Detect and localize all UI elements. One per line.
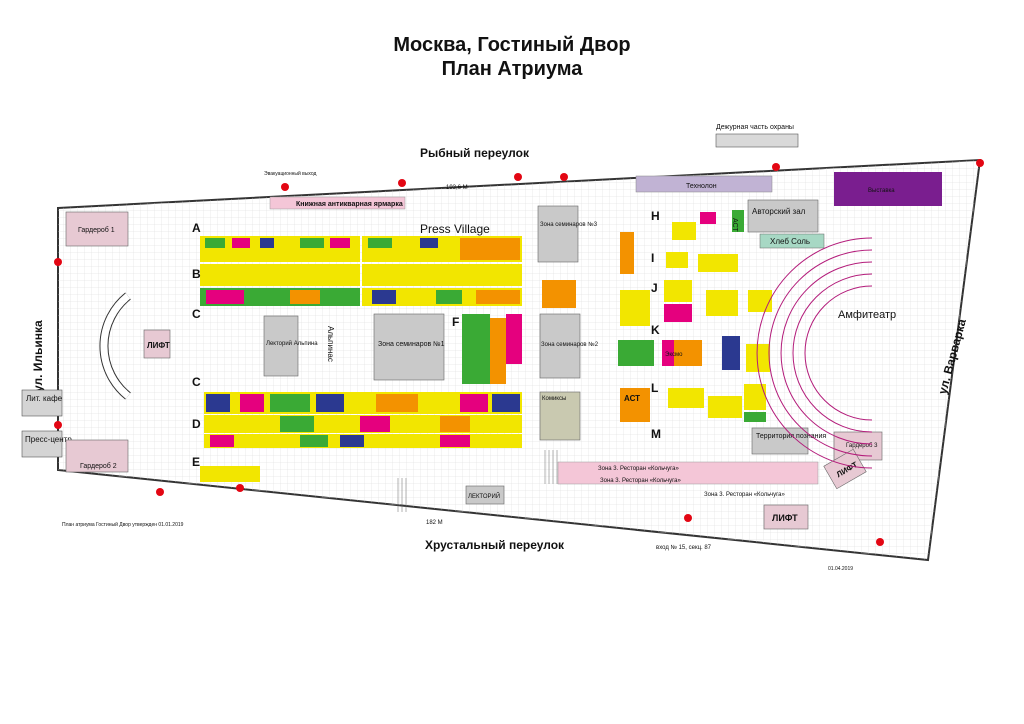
- row-letter-e: E: [192, 455, 200, 469]
- row-letter-c2: C: [192, 375, 201, 389]
- seminar-zone-3-label: Зона семинаров №3: [540, 221, 598, 228]
- ast-block: [664, 280, 692, 300]
- seminar-zone-1: [373, 313, 445, 381]
- ast-label-2: АСТ: [731, 218, 738, 232]
- row-letter-b: B: [192, 267, 201, 281]
- evacuation-exits: [54, 159, 984, 546]
- seminar-zone-3: [537, 205, 579, 263]
- row-letter-j: J: [651, 281, 658, 295]
- row-letter-i: I: [651, 251, 654, 265]
- hleb-sol-label: Хлеб Соль: [770, 237, 810, 246]
- evac-label-sample: Эвакуационный выход: [264, 170, 317, 177]
- duty-room: [715, 133, 799, 148]
- row-letter-c1: C: [192, 307, 201, 321]
- zone3-a: Зона 3. Ресторан «Кольчуга»: [598, 466, 679, 472]
- cloakroom-1: [65, 211, 129, 247]
- restaurant-zone: [557, 461, 819, 485]
- approval-note: План атриума Гостиный Двор утвержден 01.…: [62, 521, 184, 528]
- row-letter-h: H: [651, 209, 660, 223]
- technolon-label: Технолон: [686, 183, 717, 190]
- duty-room-label: Дежурная часть охраны: [716, 124, 794, 131]
- exposition-label: Выставка: [868, 188, 895, 194]
- lit-cafe-label: Лит. кафе: [26, 394, 63, 403]
- ast-strip: [732, 210, 744, 232]
- lift-bottom: [763, 504, 809, 530]
- book-fair-strip: [269, 196, 406, 210]
- map-subtitle: План Атриума: [441, 58, 583, 80]
- lektoriy-alpina: [263, 315, 299, 377]
- lift-bottom-label: ЛИФТ: [772, 513, 798, 523]
- cloakroom-3-label: Гардероб 3: [846, 443, 878, 449]
- press-center-label: Пресс-центр: [25, 435, 72, 444]
- stairs: [397, 450, 558, 512]
- press-village-label: Press Village: [420, 222, 490, 236]
- street-west: ул. Ильинка: [31, 320, 45, 392]
- lift-left-label: ЛИФТ: [147, 341, 170, 350]
- cloakroom-2: [65, 439, 129, 473]
- territory-zone: [751, 427, 809, 455]
- author-hall: [747, 199, 819, 233]
- zone3-b: Зона 3. Ресторан «Кольчуга»: [600, 478, 681, 484]
- row-letter-m: M: [651, 427, 661, 441]
- ast-label-1: АСТ: [624, 394, 640, 403]
- plan-date: 01.04.2019: [828, 566, 853, 572]
- comics-zone: [539, 391, 581, 441]
- eksmo-label: Эксмо: [665, 352, 683, 358]
- lift-right: [823, 448, 867, 490]
- seminar-zone-1-label: Зона семинаров №1: [378, 341, 445, 348]
- lektoriy-alpina-label: Лекторий Альпина: [266, 340, 318, 347]
- zone3-c: Зона 3. Ресторан «Кольчуга»: [704, 492, 785, 498]
- amphitheater: [756, 237, 873, 469]
- length-top: 193,6 М: [446, 185, 468, 191]
- alpinas-label: Альпинас: [326, 326, 335, 362]
- seminar-zone-2-label: Зона семинаров №2: [541, 341, 599, 348]
- cloakroom-1-label: Гардероб 1: [78, 226, 115, 234]
- exposition-block: [834, 172, 942, 206]
- length-bottom: 182 М: [426, 520, 443, 526]
- territory-label: Территория познания: [756, 433, 826, 440]
- lit-cafe-box: [21, 389, 63, 417]
- cloakroom-2-label: Гардероб 2: [80, 462, 117, 470]
- press-center-box: [21, 430, 63, 458]
- entrance-label: вход № 15, секц. 87: [656, 544, 712, 551]
- amphitheater-label: Амфитеатр: [838, 309, 896, 321]
- hleb-sol: [759, 233, 825, 249]
- row-letter-l: L: [651, 381, 658, 395]
- author-hall-label: Авторский зал: [752, 207, 806, 216]
- seminar-zone-2: [539, 313, 581, 379]
- row-letter-f: F: [452, 315, 459, 329]
- street-south: Хрустальный переулок: [425, 538, 565, 552]
- lektoriy-zone: [465, 485, 505, 505]
- row-letter-a: A: [192, 221, 201, 235]
- lift-left: [143, 329, 171, 359]
- street-north: Рыбный переулок: [420, 146, 530, 160]
- row-letters: A B C C D E F H I J K L M: [192, 209, 661, 469]
- lektoriy-label: ЛЕКТОРИЙ: [468, 492, 500, 500]
- row-letter-k: K: [651, 323, 660, 337]
- map-title: Москва, Гостиный Двор: [393, 34, 631, 56]
- book-fair-label: Книжная антикварная ярмарка: [296, 201, 403, 208]
- technolon-strip: [635, 175, 773, 193]
- comics-label: Комиксы: [542, 396, 566, 402]
- row-letter-d: D: [192, 417, 201, 431]
